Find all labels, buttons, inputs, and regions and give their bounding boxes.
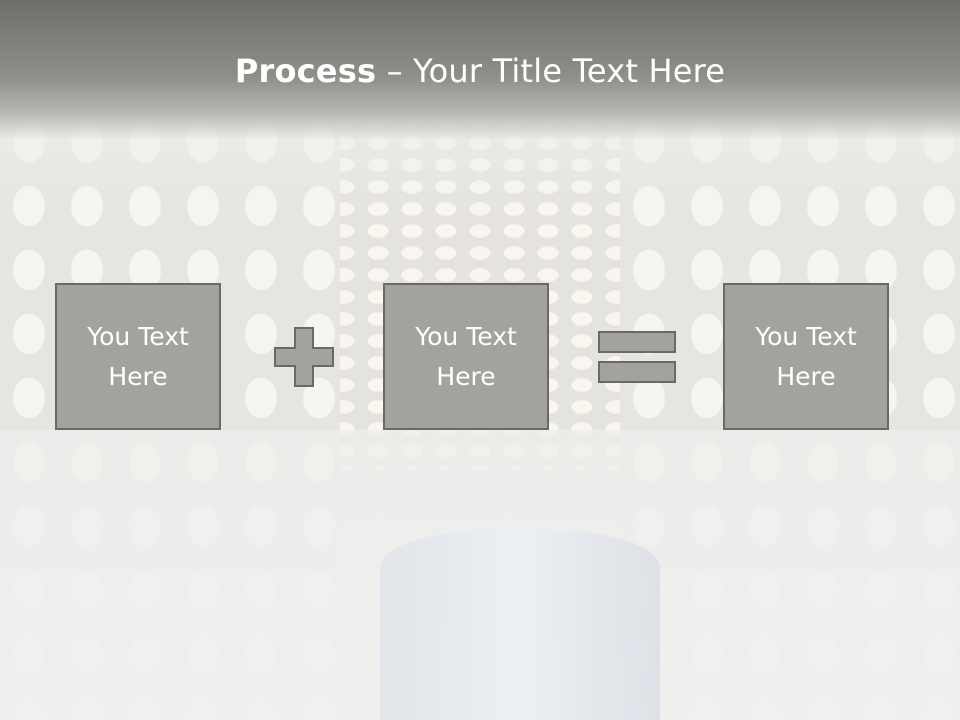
text-box-1[interactable]: You Text Here (55, 283, 221, 430)
title-bar (0, 0, 960, 140)
text-box-3[interactable]: You Text Here (723, 283, 889, 430)
text-box-1-label: You Text Here (87, 321, 189, 391)
equals-icon (598, 331, 676, 383)
text-box-3-label: You Text Here (755, 321, 857, 391)
text-box-2[interactable]: You Text Here (383, 283, 549, 430)
plus-icon (274, 327, 334, 387)
slide-title: Process – Your Title Text Here (0, 52, 960, 90)
background-column (380, 530, 660, 720)
title-rest-part: – Your Title Text Here (376, 52, 726, 90)
title-bold-part: Process (234, 52, 377, 90)
text-box-2-label: You Text Here (415, 321, 517, 391)
